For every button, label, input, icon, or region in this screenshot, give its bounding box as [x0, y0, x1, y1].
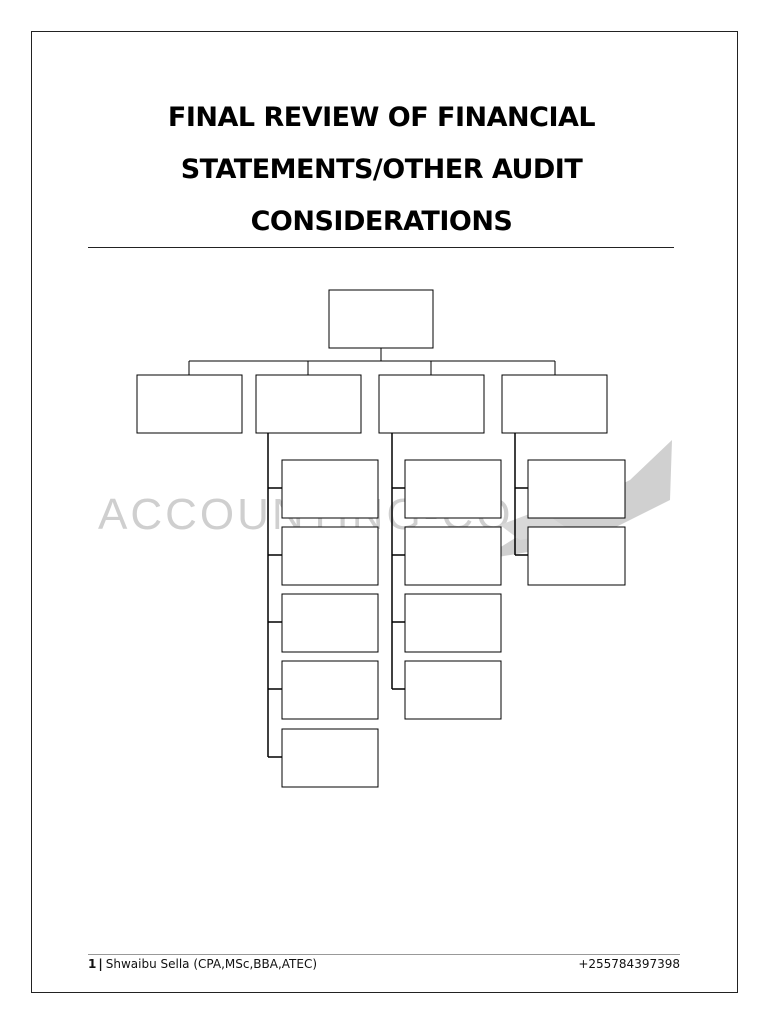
- title-line-3: CONSIDERATIONS: [250, 206, 513, 237]
- title-line-2: STATEMENTS/OTHER AUDIT: [180, 154, 583, 185]
- chart-box-level1: [136, 374, 243, 434]
- chart-box-child: [527, 459, 626, 519]
- chart-box-level1: [378, 374, 485, 434]
- chart-box-level1: [501, 374, 608, 434]
- chart-box-level1: [255, 374, 362, 434]
- footer-separator: |: [98, 957, 103, 971]
- chart-box-child: [404, 593, 502, 653]
- footer-phone: +255784397398: [578, 957, 680, 971]
- page-footer: 1|Shwaibu Sella (CPA,MSc,BBA,ATEC) +2557…: [88, 957, 680, 971]
- footer-divider: [88, 954, 680, 955]
- chart-box-child: [281, 459, 379, 519]
- chart-box-child: [404, 526, 502, 586]
- chart-box-child: [281, 728, 379, 788]
- page-number: 1: [88, 957, 97, 971]
- chart-box-child: [404, 660, 502, 720]
- chart-box-child: [281, 660, 379, 720]
- chart-box-root: [328, 289, 434, 349]
- chart-box-child: [281, 593, 379, 653]
- page-border: [31, 31, 738, 993]
- chart-box-child: [281, 526, 379, 586]
- footer-author: Shwaibu Sella (CPA,MSc,BBA,ATEC): [105, 957, 318, 971]
- document-title: FINAL REVIEW OF FINANCIAL STATEMENTS/OTH…: [88, 92, 675, 248]
- title-line-1: FINAL REVIEW OF FINANCIAL: [167, 102, 596, 133]
- chart-box-child: [404, 459, 502, 519]
- chart-box-child: [527, 526, 626, 586]
- title-divider: [88, 247, 674, 248]
